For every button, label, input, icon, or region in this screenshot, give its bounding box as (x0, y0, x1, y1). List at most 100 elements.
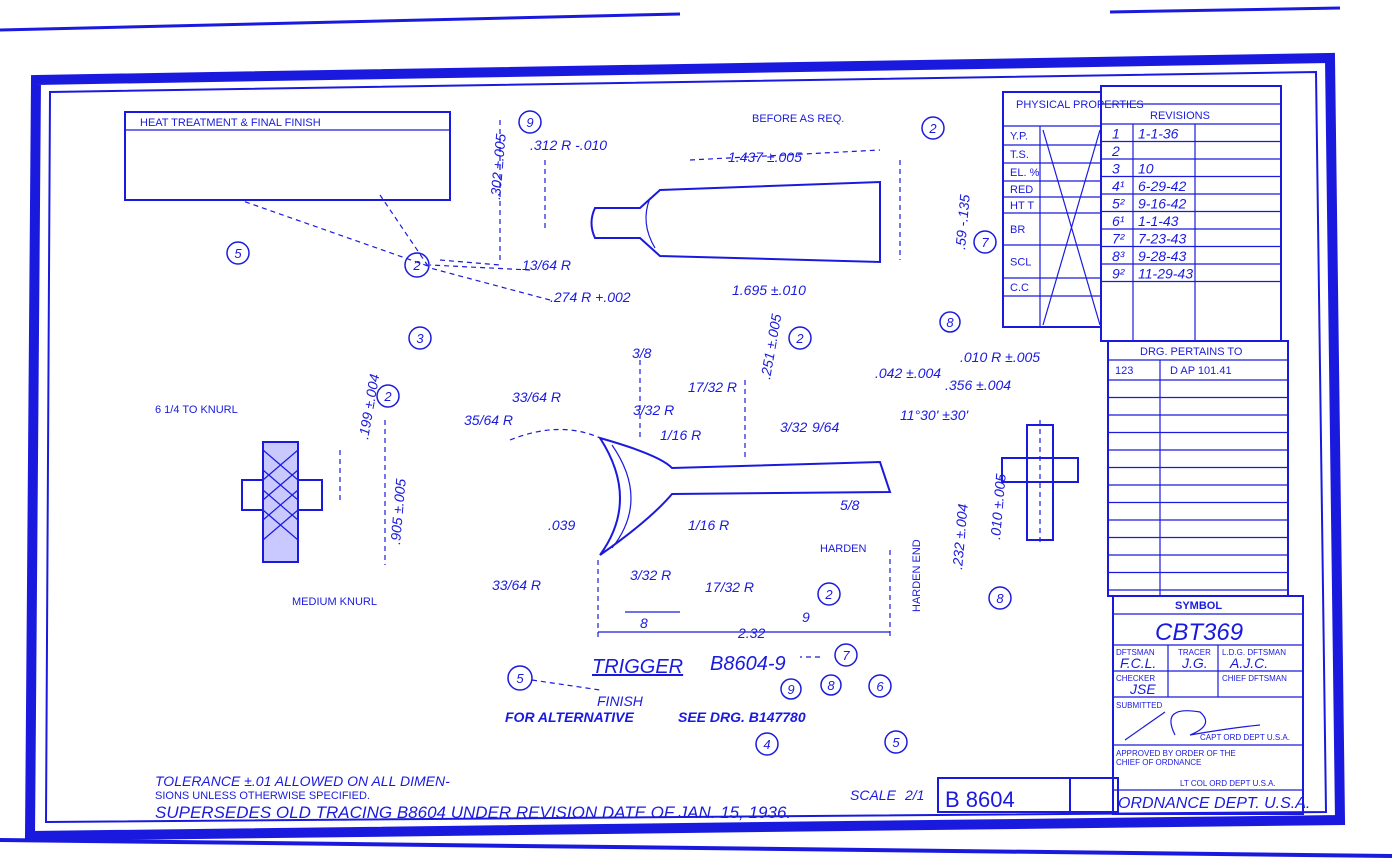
trigger-main-view (509, 360, 892, 640)
revision-date: 6-29-42 (1138, 178, 1186, 194)
tracer-value: J.G. (1181, 655, 1208, 671)
symbol-label: SYMBOL (1175, 600, 1222, 612)
submitted-dept: CAPT ORD DEPT U.S.A. (1200, 733, 1290, 742)
part-name: TRIGGER (592, 656, 683, 678)
scale-label: SCALE (850, 787, 897, 803)
title-block: SYMBOL CBT369 DFTSMAN F.C.L. TRACER J.G.… (1112, 595, 1310, 815)
callout-number: 2 (928, 121, 937, 136)
revisions-header: REVISIONS (1150, 110, 1210, 122)
see-drawing-note: SEE DRG. B147780 (678, 709, 806, 725)
revision-date: 10 (1138, 161, 1154, 177)
symbol-value: CBT369 (1155, 619, 1243, 646)
dim-label: 17/32 R (705, 579, 754, 595)
callout-number: 9 (787, 682, 794, 697)
tracer-label: TRACER (1178, 648, 1211, 657)
outer-border (24, 52, 1346, 842)
dim-label: 35/64 R (464, 412, 513, 428)
dim-label: .302 ±.005 (487, 133, 509, 200)
trigger-end-view (1001, 420, 1079, 545)
physical-properties-header: PHYSICAL PROPERTIES (1016, 99, 1144, 111)
revision-date: 9-28-43 (1138, 248, 1186, 264)
dim-label: 1/16 R (660, 427, 701, 443)
dim-label: 1.437 ±.005 (728, 149, 802, 165)
callout-number: 2 (412, 258, 421, 273)
callout-number: 5 (516, 671, 524, 686)
callout-number: 4 (763, 737, 770, 752)
revision-number: 2 (1111, 143, 1120, 159)
scale-value: 2/1 (904, 787, 924, 803)
checker-label: CHECKER (1116, 674, 1155, 683)
dim-label: 3/8 (632, 345, 652, 361)
dim-label: BEFORE AS REQ. (752, 113, 844, 125)
draftsman-label: DFTSMAN (1116, 648, 1155, 657)
property-row-label: C.C (1010, 282, 1029, 294)
callout-number: 6 (876, 679, 884, 694)
property-row-label: EL. % (1010, 167, 1040, 179)
dim-label: 1/16 R (688, 517, 729, 533)
callout-number: 7 (981, 235, 989, 250)
revision-number: 5² (1112, 196, 1126, 212)
alternative-note: FOR ALTERNATIVE (505, 709, 635, 725)
signature (1124, 710, 1261, 741)
dim-label: .042 ±.004 (875, 365, 941, 381)
property-row-label: SCL (1010, 257, 1031, 269)
dim-label: .905 ±.005 (387, 478, 409, 545)
revision-date: 7-23-43 (1138, 231, 1186, 247)
ldg-draftsman-label: L.D.G. DFTSMAN (1222, 648, 1286, 657)
callout-number: 5 (892, 735, 900, 750)
property-row-label: Y.P. (1010, 131, 1028, 143)
department: ORDNANCE DEPT. U.S.A. (1118, 795, 1310, 812)
approved-label: CHIEF OF ORDNANCE (1116, 758, 1201, 767)
chief-draftsman-label: CHIEF DFTSMAN (1222, 674, 1287, 683)
revision-number: 3 (1112, 161, 1120, 177)
dim-label: 13/64 R (522, 257, 571, 273)
dim-label: 9/64 (812, 419, 839, 435)
property-row-label: BR (1010, 224, 1025, 236)
callout-number: 5 (234, 246, 242, 261)
dim-label: .039 (548, 517, 575, 533)
drawing-number: B 8604 (945, 787, 1015, 812)
draftsman-value: F.C.L. (1120, 655, 1156, 671)
dim-label: 9 (802, 609, 810, 625)
callout-number: 8 (996, 591, 1004, 606)
dim-label: 5/8 (840, 497, 860, 513)
pertains-header: DRG. PERTAINS TO (1140, 346, 1243, 358)
dim-label: .251 ±.005 (757, 312, 784, 380)
property-row-label: RED (1010, 184, 1033, 196)
callout-number: 3 (416, 331, 424, 346)
dim-label: .59 -.135 (952, 194, 973, 251)
dim-label: 2.32 (737, 625, 765, 641)
dim-label: HARDEN END (911, 539, 923, 612)
callout-number: 2 (383, 389, 392, 404)
ldg-draftsman-value: A.J.C. (1229, 655, 1268, 671)
revision-date: 9-16-42 (1138, 196, 1186, 212)
supersedes-note: SUPERSEDES OLD TRACING B8604 UNDER REVIS… (155, 803, 791, 822)
pertains-value: D AP 101.41 (1170, 365, 1232, 377)
dim-label: MEDIUM KNURL (292, 596, 377, 608)
pertains-value: 123 (1115, 365, 1133, 377)
trigger-top-view (439, 120, 901, 266)
dim-label: .356 ±.004 (945, 377, 1011, 393)
dim-label: .312 R -.010 (530, 137, 607, 153)
revision-number: 6¹ (1112, 213, 1125, 229)
dim-label: .199 ±.004 (355, 372, 382, 440)
property-row-label: T.S. (1010, 149, 1029, 161)
revision-number: 4¹ (1112, 178, 1125, 194)
dim-label: .232 ±.004 (949, 503, 971, 570)
dim-label: HARDEN (820, 543, 867, 555)
approved-label: APPROVED BY ORDER OF THE (1116, 749, 1236, 758)
callouts: 9 2 5 2 3 2 2 8 7 8 2 5 7 8 9 6 4 5 (226, 110, 1012, 756)
dim-label: .010 ±.005 (987, 473, 1009, 540)
callout-number: 9 (526, 115, 533, 130)
dim-label: 33/64 R (492, 577, 541, 593)
tolerance-note: TOLERANCE ±.01 ALLOWED ON ALL DIMEN- (155, 773, 450, 789)
callout-number: 8 (946, 315, 954, 330)
finish-note: FINISH (597, 693, 644, 709)
revision-number: 7² (1112, 231, 1126, 247)
callout-number: 2 (795, 331, 804, 346)
dim-label: 3/32 (780, 419, 807, 435)
revision-date: 1-1-43 (1138, 213, 1179, 229)
